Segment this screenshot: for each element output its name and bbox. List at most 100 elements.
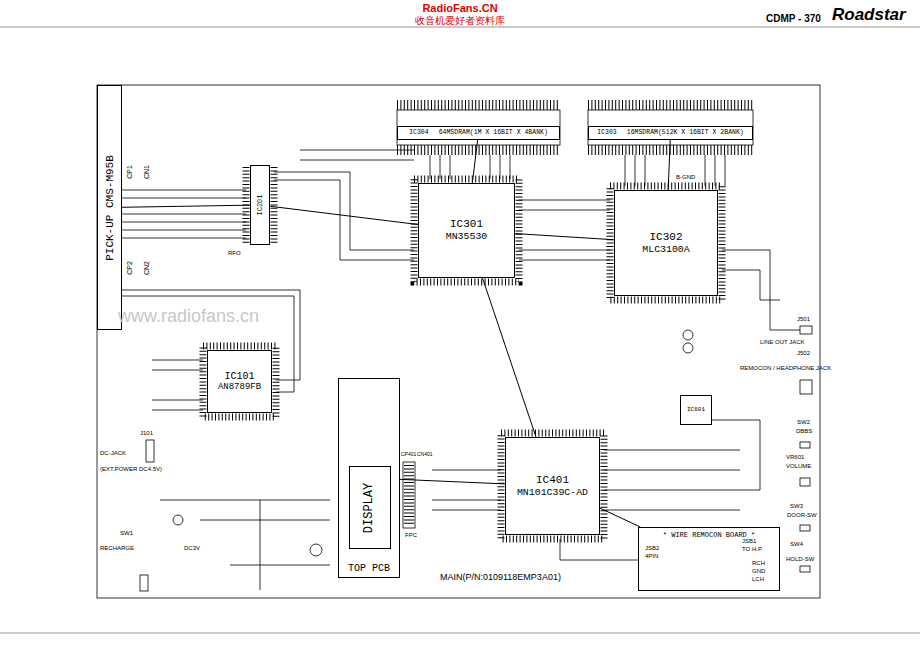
ref-designator: J501 (797, 316, 810, 323)
node-title: PICK-UP CMS-M95B (103, 155, 116, 261)
signal-label: RFO (228, 250, 241, 257)
ref-designator: J101 (140, 430, 153, 437)
pcb-region: TOP PCB DISPLAY (338, 378, 400, 578)
fpc-wire (432, 470, 501, 510)
pin-label: LCH (752, 576, 764, 583)
transistor-symbol (683, 330, 693, 340)
node-title: IC301 (450, 218, 483, 231)
transistor-symbol (173, 515, 183, 525)
ic-box: IC401MN101C39C-AD (505, 437, 600, 535)
dc-jack-symbol (146, 440, 154, 462)
node-title: DISPLAY (363, 482, 377, 532)
ref-designator: CN401 (417, 452, 433, 458)
part-label: REMOCON / HEADPHONE JACK (740, 365, 831, 372)
footer-rule (0, 633, 920, 634)
node-title: IC101 (224, 371, 254, 383)
ref-designator: JSB1 (742, 538, 756, 545)
part-label: DBBS (796, 428, 812, 435)
ref-designator: CP2 (126, 261, 134, 275)
wires (97, 85, 820, 598)
node-subtitle: MN101C39C-AD (517, 487, 588, 498)
part-label: TO H.P. (742, 546, 763, 553)
part-label: LINE OUT JACK (760, 339, 805, 346)
display-box: DISPLAY (349, 466, 391, 549)
header-text: RadioFans.CN (422, 2, 497, 14)
dsp-bus (519, 200, 610, 260)
ref-designator: CN1 (143, 165, 151, 179)
node-title: IC401 (536, 474, 569, 487)
jack-symbol (800, 326, 812, 334)
switch-symbol (800, 525, 810, 531)
switch-symbol (800, 566, 810, 572)
pickup-box: PICK-UP CMS-M95B (97, 85, 122, 330)
node-title: TOP PCB (348, 563, 390, 575)
remocon-wire (560, 539, 638, 560)
pin-row (404, 465, 414, 525)
ref-designator: CP1 (126, 165, 134, 179)
node-title: IC304 (409, 129, 429, 136)
ref-designator: SW2 (797, 419, 810, 426)
node-subtitle: AN8789FB (218, 382, 261, 392)
ref-designator: J502 (797, 350, 810, 357)
pin-row (397, 145, 560, 155)
pin-row (588, 100, 753, 110)
page-rules (0, 27, 920, 633)
part-label: VOLUME (786, 463, 811, 470)
ref-designator: SW3 (790, 503, 803, 510)
rf-wire (274, 150, 414, 260)
node-title: IC302 (649, 231, 682, 244)
node-title: * WIRE REMOCON BOARD * (663, 531, 755, 539)
switch-symbol (800, 442, 810, 448)
ic-label: IC304 64MSDRAM(1M X 16BIT X 4BANK) (397, 126, 560, 140)
part-label: RECHARGE (100, 545, 134, 552)
node-subtitle: 64MSDRAM(1M X 16BIT X 4BANK) (439, 129, 548, 136)
pin-label: RCH (752, 560, 765, 567)
node-title: IC601 (687, 407, 705, 414)
jack-symbol (800, 380, 812, 394)
signal-connector (400, 479, 505, 484)
ic-label: IC303 16MSDRAM(512K X 16BIT X 2BANK) (588, 126, 753, 140)
signal-connector (600, 508, 640, 527)
board-frame (97, 85, 820, 598)
signal-connector (482, 278, 536, 437)
power-wire (160, 500, 330, 590)
pin-row (588, 145, 753, 155)
sdram-bus (625, 155, 725, 186)
model-number: CDMP - 370 (766, 13, 821, 24)
node-subtitle: MLC3100A (642, 244, 689, 255)
ic-box: IC101AN8789FB (207, 350, 272, 413)
ic-box: IC201 (250, 165, 270, 245)
node-title: IC303 (597, 129, 617, 136)
part-label: DC-JACK (100, 450, 126, 457)
header-text: 收音机爱好者资料库 (415, 15, 505, 26)
pin-row (501, 433, 604, 539)
pin-row (397, 100, 560, 110)
part-label: DOOR-SW (787, 512, 817, 519)
part-label: FPC (405, 532, 417, 539)
ref-designator: VR601 (786, 454, 804, 461)
signal-label: B-GND (676, 174, 695, 181)
signal-connector (270, 206, 418, 224)
ref-designator: SW4 (790, 541, 803, 548)
node-title: IC201 (256, 194, 264, 215)
node-subtitle: MN35530 (446, 231, 487, 242)
signal-label: DC3V (184, 545, 200, 552)
pickup-bus (120, 190, 246, 238)
ic-box: IC301MN35530 (418, 183, 515, 278)
node-subtitle: 16MSDRAM(512K X 16BIT X 2BANK) (627, 129, 744, 136)
control-wire (604, 420, 760, 510)
signal-connector (515, 234, 614, 240)
connector-symbol (403, 462, 415, 528)
watermark: www.radiofans.cn (118, 307, 259, 327)
ref-designator: SW1 (120, 530, 133, 537)
pin-label: GND (752, 568, 765, 575)
audio-wire (722, 250, 800, 330)
ref-designator: JSB2 (645, 545, 659, 552)
signal-connector (668, 140, 670, 190)
part-label: (EXT.POWER DC4.5V) (100, 466, 162, 473)
servo-wire (152, 360, 203, 410)
transistor-symbol (683, 343, 693, 353)
pin-row (271, 167, 278, 243)
sdram-bus (430, 155, 510, 179)
